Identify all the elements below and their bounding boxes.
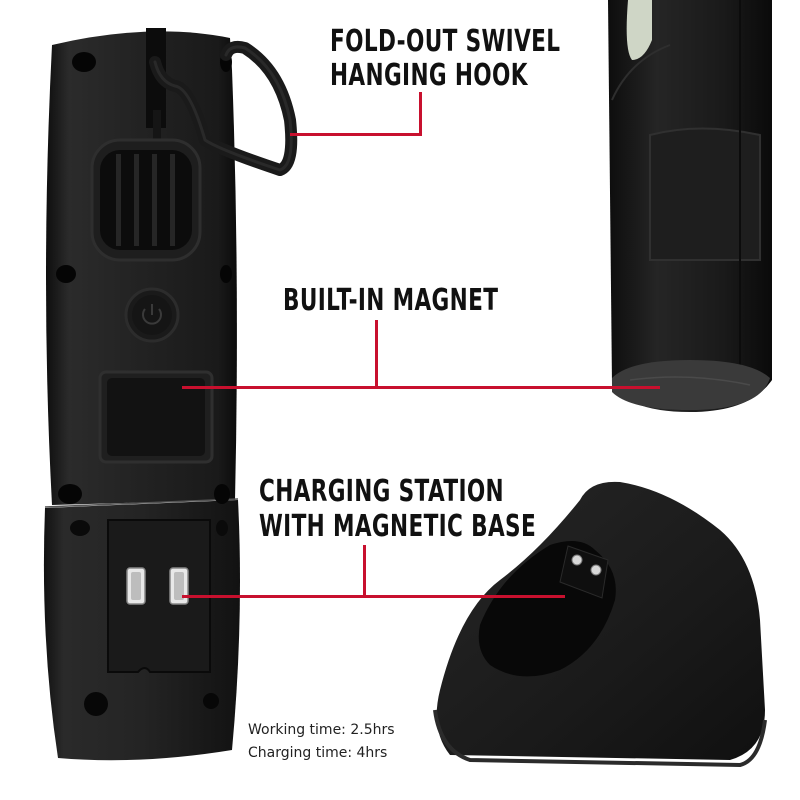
callout-charging-line1: CHARGING STATION bbox=[259, 474, 505, 509]
callout-hook-line1: FOLD-OUT SWIVEL bbox=[330, 24, 561, 59]
work-light-side-view bbox=[600, 0, 800, 420]
callout-charging-line2: WITH MAGNETIC BASE bbox=[259, 509, 537, 544]
charging-station bbox=[420, 470, 800, 790]
hook-leader-horizontal bbox=[290, 133, 422, 136]
working-time-text: Working time: 2.5hrs bbox=[248, 722, 395, 738]
power-icon bbox=[124, 287, 180, 343]
charging-time-text: Charging time: 4hrs bbox=[248, 745, 388, 761]
magnet-leader-vertical bbox=[375, 320, 378, 388]
callout-hook-line2: HANGING HOOK bbox=[330, 58, 528, 93]
charging-leader-vertical bbox=[363, 545, 366, 597]
dock-contacts-icon bbox=[559, 545, 609, 599]
work-light-illustration bbox=[43, 28, 298, 761]
magnet-leader-horizontal bbox=[182, 386, 660, 389]
charging-leader-horizontal bbox=[182, 595, 565, 598]
callout-magnet: BUILT-IN MAGNET bbox=[283, 283, 499, 318]
work-light-back-view bbox=[0, 0, 320, 800]
vent-grille-icon bbox=[116, 154, 175, 246]
hook-leader-vertical bbox=[419, 92, 422, 136]
